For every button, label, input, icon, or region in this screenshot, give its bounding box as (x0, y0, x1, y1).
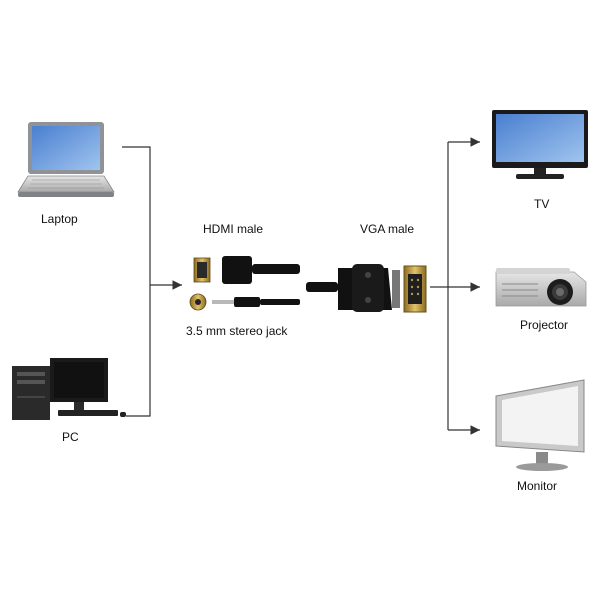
audio-jack-icon (189, 293, 300, 311)
audio-jack-label: 3.5 mm stereo jack (186, 324, 288, 338)
tv-icon (492, 110, 588, 179)
output-lines (430, 137, 480, 435)
laptop-label: Laptop (41, 212, 78, 226)
hdmi-male-label: HDMI male (203, 222, 264, 236)
input-lines (122, 146, 182, 417)
vga-male-label: VGA male (360, 222, 415, 236)
tv-label: TV (534, 197, 550, 211)
monitor-icon (495, 379, 585, 471)
desktop-pc-icon (12, 358, 126, 420)
monitor-label: Monitor (517, 479, 558, 493)
laptop-line (122, 146, 151, 417)
projector-icon (495, 268, 587, 307)
projector-label: Projector (520, 318, 569, 332)
pc-label: PC (62, 430, 79, 444)
hdmi-connector-icon (193, 256, 300, 284)
vga-connector-icon (306, 264, 427, 313)
laptop-icon (17, 122, 115, 197)
